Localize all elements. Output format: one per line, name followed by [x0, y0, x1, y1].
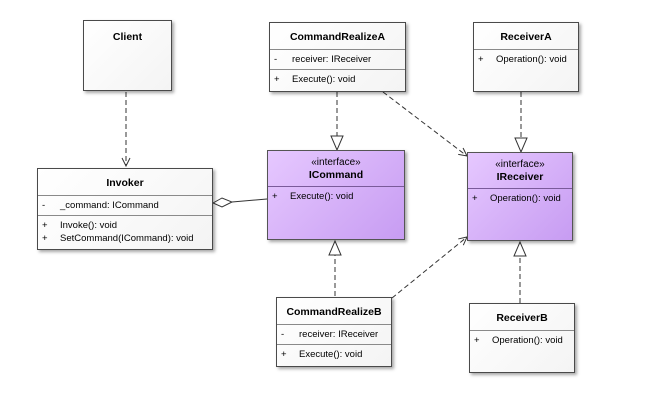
- operation-row: + Execute(): void: [272, 190, 400, 203]
- operation-row: + SetCommand(ICommand): void: [42, 232, 208, 245]
- class-name: Invoker: [106, 177, 144, 189]
- dependency-b-ireceiver: [391, 237, 467, 299]
- operations-section: + Operation(): void: [470, 330, 574, 350]
- interface-header: «interface» IReceiver: [468, 153, 572, 188]
- stereotype-label: «interface»: [495, 159, 545, 170]
- operation-row: + Execute(): void: [281, 348, 387, 361]
- visibility-marker: +: [472, 193, 478, 204]
- stereotype-label: «interface»: [311, 157, 361, 168]
- visibility-marker: +: [281, 349, 287, 360]
- attribute-text: _command: ICommand: [60, 200, 159, 211]
- operation-text: Execute(): void: [299, 349, 363, 360]
- class-name: ReceiverA: [500, 31, 552, 43]
- operation-text: Execute(): void: [292, 74, 356, 85]
- operation-text: Operation(): void: [490, 193, 561, 204]
- visibility-marker: -: [274, 54, 278, 65]
- aggregation-invoker-icommand: [231, 198, 268, 203]
- class-receiver-b[interactable]: ReceiverB + Operation(): void: [469, 303, 575, 373]
- attribute-text: receiver: IReceiver: [292, 54, 372, 65]
- realization-ra-triangle: [514, 137, 528, 154]
- interface-name: IReceiver: [496, 171, 544, 183]
- operations-section: + Operation(): void: [474, 49, 578, 69]
- operation-row: + Invoke(): void: [42, 219, 208, 232]
- attribute-row: - receiver: IReceiver: [274, 53, 401, 66]
- attributes-section: - _command: ICommand: [38, 195, 212, 215]
- operation-text: Operation(): void: [496, 54, 567, 65]
- class-command-realize-b[interactable]: CommandRealizeB - receiver: IReceiver + Ex…: [276, 297, 392, 367]
- operation-text: SetCommand(ICommand): void: [60, 233, 194, 244]
- operations-section: + Execute(): void: [268, 186, 404, 206]
- class-name: CommandRealizeA: [289, 31, 386, 43]
- operation-text: Invoke(): void: [60, 220, 118, 231]
- visibility-marker: +: [42, 220, 48, 231]
- visibility-marker: +: [272, 191, 278, 202]
- interface-header: «interface» ICommand: [268, 151, 404, 186]
- interface-ireceiver[interactable]: «interface» IReceiver + Operation(): void: [467, 152, 573, 241]
- operations-section: + Operation(): void: [468, 188, 572, 208]
- visibility-marker: +: [474, 335, 480, 346]
- visibility-marker: +: [274, 74, 280, 85]
- visibility-marker: -: [42, 200, 46, 211]
- visibility-marker: +: [42, 233, 48, 244]
- aggregation-diamond: [211, 197, 234, 208]
- operation-row: + Operation(): void: [478, 53, 574, 66]
- operation-row: + Operation(): void: [472, 192, 568, 205]
- realization-rb-triangle: [513, 240, 527, 257]
- class-name: ReceiverB: [496, 312, 548, 324]
- interface-icommand[interactable]: «interface» ICommand + Execute(): void: [267, 150, 405, 240]
- class-client[interactable]: Client: [83, 20, 172, 91]
- realization-b-triangle: [328, 239, 342, 256]
- class-invoker[interactable]: Invoker - _command: ICommand + Invoke(): v…: [37, 168, 213, 250]
- visibility-marker: +: [478, 54, 484, 65]
- operation-text: Execute(): void: [290, 191, 354, 202]
- interface-name: ICommand: [308, 169, 364, 181]
- operations-section: + Invoke(): void + SetCommand(ICommand): v…: [38, 215, 212, 248]
- attributes-section: - receiver: IReceiver: [277, 324, 391, 344]
- operation-text: Operation(): void: [492, 335, 563, 346]
- attributes-section: - receiver: IReceiver: [270, 49, 405, 69]
- operations-section: + Execute(): void: [277, 344, 391, 364]
- operation-row: + Operation(): void: [474, 334, 570, 347]
- operation-row: + Execute(): void: [274, 73, 401, 86]
- visibility-marker: -: [281, 329, 285, 340]
- class-name: Client: [112, 31, 143, 43]
- dependency-a-ireceiver: [382, 91, 467, 156]
- realization-a-triangle: [330, 135, 344, 152]
- class-receiver-a[interactable]: ReceiverA + Operation(): void: [473, 22, 579, 92]
- attribute-row: - _command: ICommand: [42, 199, 208, 212]
- class-command-realize-a[interactable]: CommandRealizeA - receiver: IReceiver + Ex…: [269, 22, 406, 92]
- operations-section: + Execute(): void: [270, 69, 405, 89]
- class-name: CommandRealizeB: [286, 306, 382, 318]
- attribute-text: receiver: IReceiver: [299, 329, 379, 340]
- attribute-row: - receiver: IReceiver: [281, 328, 387, 341]
